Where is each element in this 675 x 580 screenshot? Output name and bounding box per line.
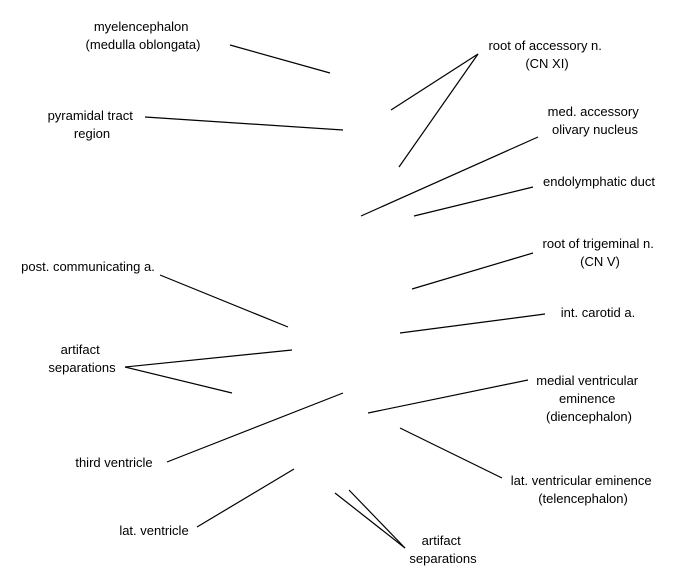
leader-artifact-bottom-2 — [348, 489, 406, 549]
label-artifact-separations-left: artifact separations — [48, 342, 116, 375]
label-med-accessory-olivary: med. accessory olivary nucleus — [548, 104, 643, 137]
label-line: (CN V) — [580, 254, 620, 269]
label-pyramidal-tract: pyramidal tract region — [48, 108, 137, 141]
leader-lat-ventricle — [196, 468, 295, 528]
label-line: endolymphatic duct — [543, 174, 655, 189]
label-int-carotid: int. carotid a. — [561, 305, 635, 320]
label-line: root of accessory n. — [488, 38, 601, 53]
leader-lat-ventricular-eminence — [399, 427, 503, 479]
leader-artifact-left-2 — [124, 366, 233, 394]
label-line: post. communicating a. — [21, 259, 155, 274]
leader-root-accessory-1 — [390, 53, 479, 111]
leader-med-accessory-olivary — [360, 136, 539, 217]
leader-artifact-left-1 — [124, 349, 293, 368]
leader-medial-ventricular-eminence — [367, 379, 529, 414]
label-root-accessory: root of accessory n. (CN XI) — [488, 38, 605, 71]
label-line: (CN XI) — [525, 56, 568, 71]
label-line: medial ventricular — [536, 373, 639, 388]
label-line: myelencephalon — [94, 19, 189, 34]
leader-post-communicating — [159, 274, 289, 328]
leader-pyramidal-tract — [144, 116, 344, 131]
label-line: separations — [48, 360, 116, 375]
label-myelencephalon: myelencephalon (medulla oblongata) — [86, 19, 201, 52]
label-line: pyramidal tract — [48, 108, 134, 123]
leader-myelencephalon — [229, 44, 331, 74]
label-line: lat. ventricular eminence — [511, 473, 652, 488]
label-line: artifact — [422, 533, 461, 548]
label-line: region — [74, 126, 110, 141]
leader-root-trigeminal — [411, 252, 534, 290]
label-line: (telencephalon) — [538, 491, 628, 506]
leader-third-ventricle — [166, 392, 344, 463]
label-line: artifact — [61, 342, 100, 357]
label-line: int. carotid a. — [561, 305, 635, 320]
label-lat-ventricular-eminence: lat. ventricular eminence (telencephalon… — [511, 473, 656, 506]
leader-endolymphatic-duct — [413, 186, 534, 217]
label-artifact-separations-bottom: artifact separations — [409, 533, 477, 566]
label-line: (medulla oblongata) — [86, 37, 201, 52]
label-third-ventricle: third ventricle — [75, 455, 152, 470]
label-line: olivary nucleus — [552, 122, 638, 137]
label-post-communicating: post. communicating a. — [21, 259, 155, 274]
label-line: eminence — [559, 391, 615, 406]
label-endolymphatic-duct: endolymphatic duct — [543, 174, 655, 189]
label-line: med. accessory — [548, 104, 640, 119]
label-line: root of trigeminal n. — [543, 236, 654, 251]
leader-artifact-bottom-1 — [334, 492, 406, 549]
label-line: lat. ventricle — [119, 523, 188, 538]
label-line: (diencephalon) — [546, 409, 632, 424]
label-line: third ventricle — [75, 455, 152, 470]
label-medial-ventricular-eminence: medial ventricular eminence (diencephalo… — [536, 373, 642, 424]
label-line: separations — [409, 551, 477, 566]
leader-root-accessory-2 — [398, 53, 479, 168]
leader-int-carotid — [399, 313, 546, 334]
label-root-trigeminal: root of trigeminal n. (CN V) — [543, 236, 658, 269]
label-lat-ventricle: lat. ventricle — [119, 523, 188, 538]
leader-lines — [124, 44, 546, 549]
